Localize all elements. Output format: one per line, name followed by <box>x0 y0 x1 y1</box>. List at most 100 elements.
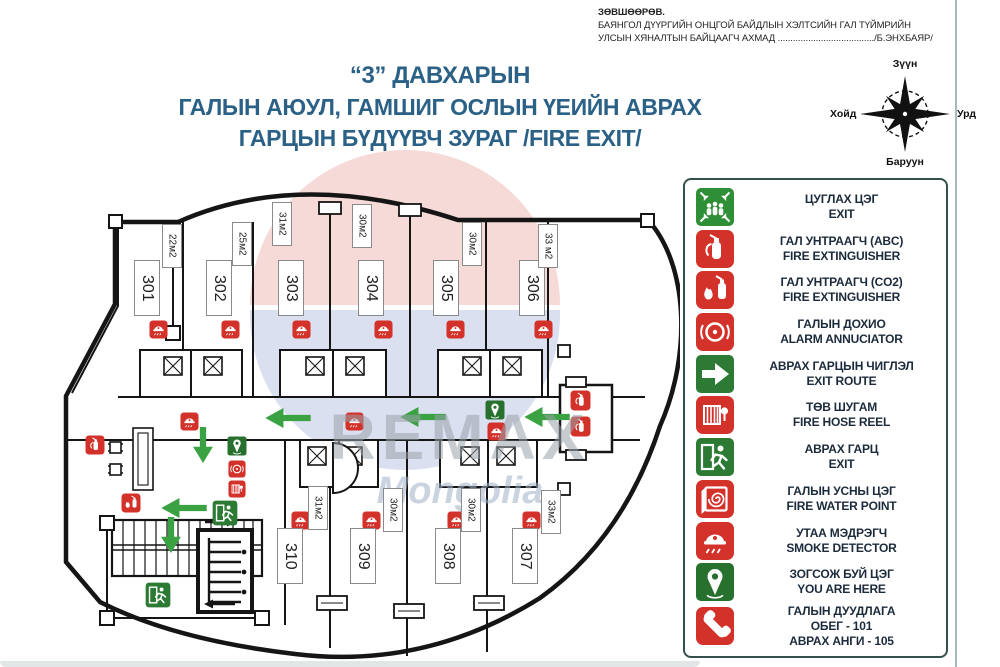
room-area-label: 30м2 <box>352 204 372 248</box>
you-are-here-icon <box>695 562 735 602</box>
fire-extinguisher-abc-icon <box>570 390 591 411</box>
scan-edge-shadow <box>0 661 700 667</box>
approval-line: БАЯНГОЛ ДҮҮРГИЙН ОНЦГОЙ БАЙДЛЫН ХЭЛТСИЙН… <box>598 19 911 31</box>
fire-alarm-icon <box>695 312 735 352</box>
smoke-detector-icon <box>522 511 541 530</box>
you-are-here-icon <box>485 400 505 420</box>
legend-label-en: SMOKE DETECTOR <box>786 540 897 555</box>
room-number-label: 309 <box>350 528 376 584</box>
room-number-label: 308 <box>435 528 461 584</box>
legend-label-en: FIRE WATER POINT <box>786 498 897 513</box>
smoke-detector-icon <box>487 422 506 441</box>
room-number-label: 304 <box>358 260 384 316</box>
smoke-detector-icon <box>291 511 310 530</box>
exit-route-arrow-icon <box>695 354 735 394</box>
legend-label-en: EXIT <box>828 207 855 221</box>
legend-item-fire-call: ГАЛЫН ДУУДЛАГА ОБЕГ - 101 АВРАХ АНГИ - 1… <box>695 604 938 649</box>
fire-call-phone-icon <box>695 606 735 646</box>
smoke-detector-icon <box>534 320 553 339</box>
emergency-exit-icon <box>212 500 238 526</box>
building-outline <box>63 192 680 660</box>
you-are-here-icon <box>227 436 247 456</box>
sill-boxes <box>316 595 505 619</box>
room-area-label: 31м2 <box>308 486 328 530</box>
title-line-1: “3” ДАВХАРЫН <box>349 62 531 89</box>
smoke-detector-icon <box>221 320 240 339</box>
fire-extinguisher-abc-icon <box>85 435 105 455</box>
compass-rose: Зүүн Хойд Урд Баруун <box>830 56 980 168</box>
fire-water-point-icon <box>695 479 735 519</box>
floor-plan: REMAX Mongolia 301 302 303 304 305 306 3… <box>55 150 680 665</box>
approval-line: УЛСЫН ХЯНАЛТЫН БАЙЦААГЧ АХМАД ..........… <box>598 32 933 44</box>
room-area-label: 33 м2 <box>538 224 558 268</box>
compass-label-top: Зүүн <box>892 58 918 70</box>
legend-label: ГАЛ УНТРААГЧ (ABC) <box>779 233 904 248</box>
smoke-detector-icon <box>362 511 381 530</box>
emergency-exit-icon <box>695 437 735 477</box>
legend-label: УТАА МЭДРЭГЧ <box>796 525 887 540</box>
compass-star-icon <box>860 76 950 152</box>
room-area-label: 31м2 <box>272 202 292 246</box>
legend-label-en: АВРАХ АНГИ - 105 <box>789 633 894 648</box>
legend-item-extinguisher-abc: ГАЛ УНТРААГЧ (ABC)FIRE EXTINGUISHER <box>695 229 938 269</box>
room-area-label: 25м2 <box>232 222 252 266</box>
room-number-label: 301 <box>134 260 160 316</box>
lobby-furniture <box>108 427 154 491</box>
fire-alarm-icon <box>228 460 246 478</box>
legend-label-en: ОБЕГ - 101 <box>810 618 873 633</box>
scan-edge-line <box>955 0 957 667</box>
legend-label: ЗОГСОЖ БУЙ ЦЭГ <box>789 567 894 582</box>
room-number-label: 307 <box>512 528 538 584</box>
room-area-label: 22м2 <box>162 224 182 268</box>
legend-label: ГАЛЫН УСНЫ ЦЭГ <box>787 483 896 498</box>
title-line-3: ГАРЦЫН БҮДҮҮВЧ ЗУРАГ /FIRE EXIT/ <box>238 124 642 151</box>
smoke-detector-icon <box>374 320 393 339</box>
exit-route-arrow <box>265 408 311 428</box>
legend-label-en: FIRE EXTINGUISHER <box>782 290 901 305</box>
room-area-label: 30м2 <box>462 222 482 266</box>
legend-label-en: EXIT ROUTE <box>806 373 877 388</box>
legend-label: АВРАХ ГАРЦ <box>804 442 879 457</box>
legend-label-en: FIRE EXTINGUISHER <box>782 248 901 263</box>
legend-label: ГАЛЫН ДУУДЛАГА <box>787 603 896 618</box>
legend-label: АВРАХ ГАРЦЫН ЧИГЛЭЛ <box>769 358 914 373</box>
floor-plan-svg <box>63 192 680 660</box>
lobby-door <box>332 441 359 495</box>
smoke-detector-icon <box>149 320 168 339</box>
legend-label: ТӨВ ШУГАМ <box>805 400 878 415</box>
smoke-detector-icon <box>292 320 311 339</box>
smoke-detector-icon <box>446 320 465 339</box>
page-title: “3” ДАВХАРЫН ГАЛЫН АЮУЛ, ГАМШИГ ОСЛЫН ҮЕ… <box>140 60 740 154</box>
smoke-detector-icon <box>695 521 735 561</box>
columns <box>99 213 655 626</box>
room-number-label: 306 <box>519 260 545 316</box>
legend-label-en: EXIT <box>828 457 855 472</box>
assembly-point-icon <box>695 187 735 227</box>
compass-label-right: Урд <box>957 108 976 120</box>
approval-line: ЗӨВШӨӨРӨВ. <box>598 7 665 18</box>
emergency-exit-icon <box>145 582 171 608</box>
room-number-label: 302 <box>206 260 232 316</box>
room-area-label: 30м2 <box>461 488 481 532</box>
fire-hose-reel-icon <box>695 395 735 435</box>
room-number-label: 310 <box>277 528 303 584</box>
compass-label-left: Хойд <box>830 108 857 120</box>
smoke-detector-icon <box>345 412 364 431</box>
legend-label: ЦУГЛАХ ЦЭГ <box>804 192 879 206</box>
room-area-label: 33м2 <box>541 490 561 534</box>
exit-route-arrow <box>400 407 446 427</box>
legend-label-en: ALARM ANNUCIATOR <box>780 332 903 347</box>
fire-extinguisher-abc-icon <box>570 416 591 437</box>
smoke-detector-icon <box>180 412 199 431</box>
elevator-block <box>196 517 254 614</box>
room-number-label: 303 <box>278 260 304 316</box>
